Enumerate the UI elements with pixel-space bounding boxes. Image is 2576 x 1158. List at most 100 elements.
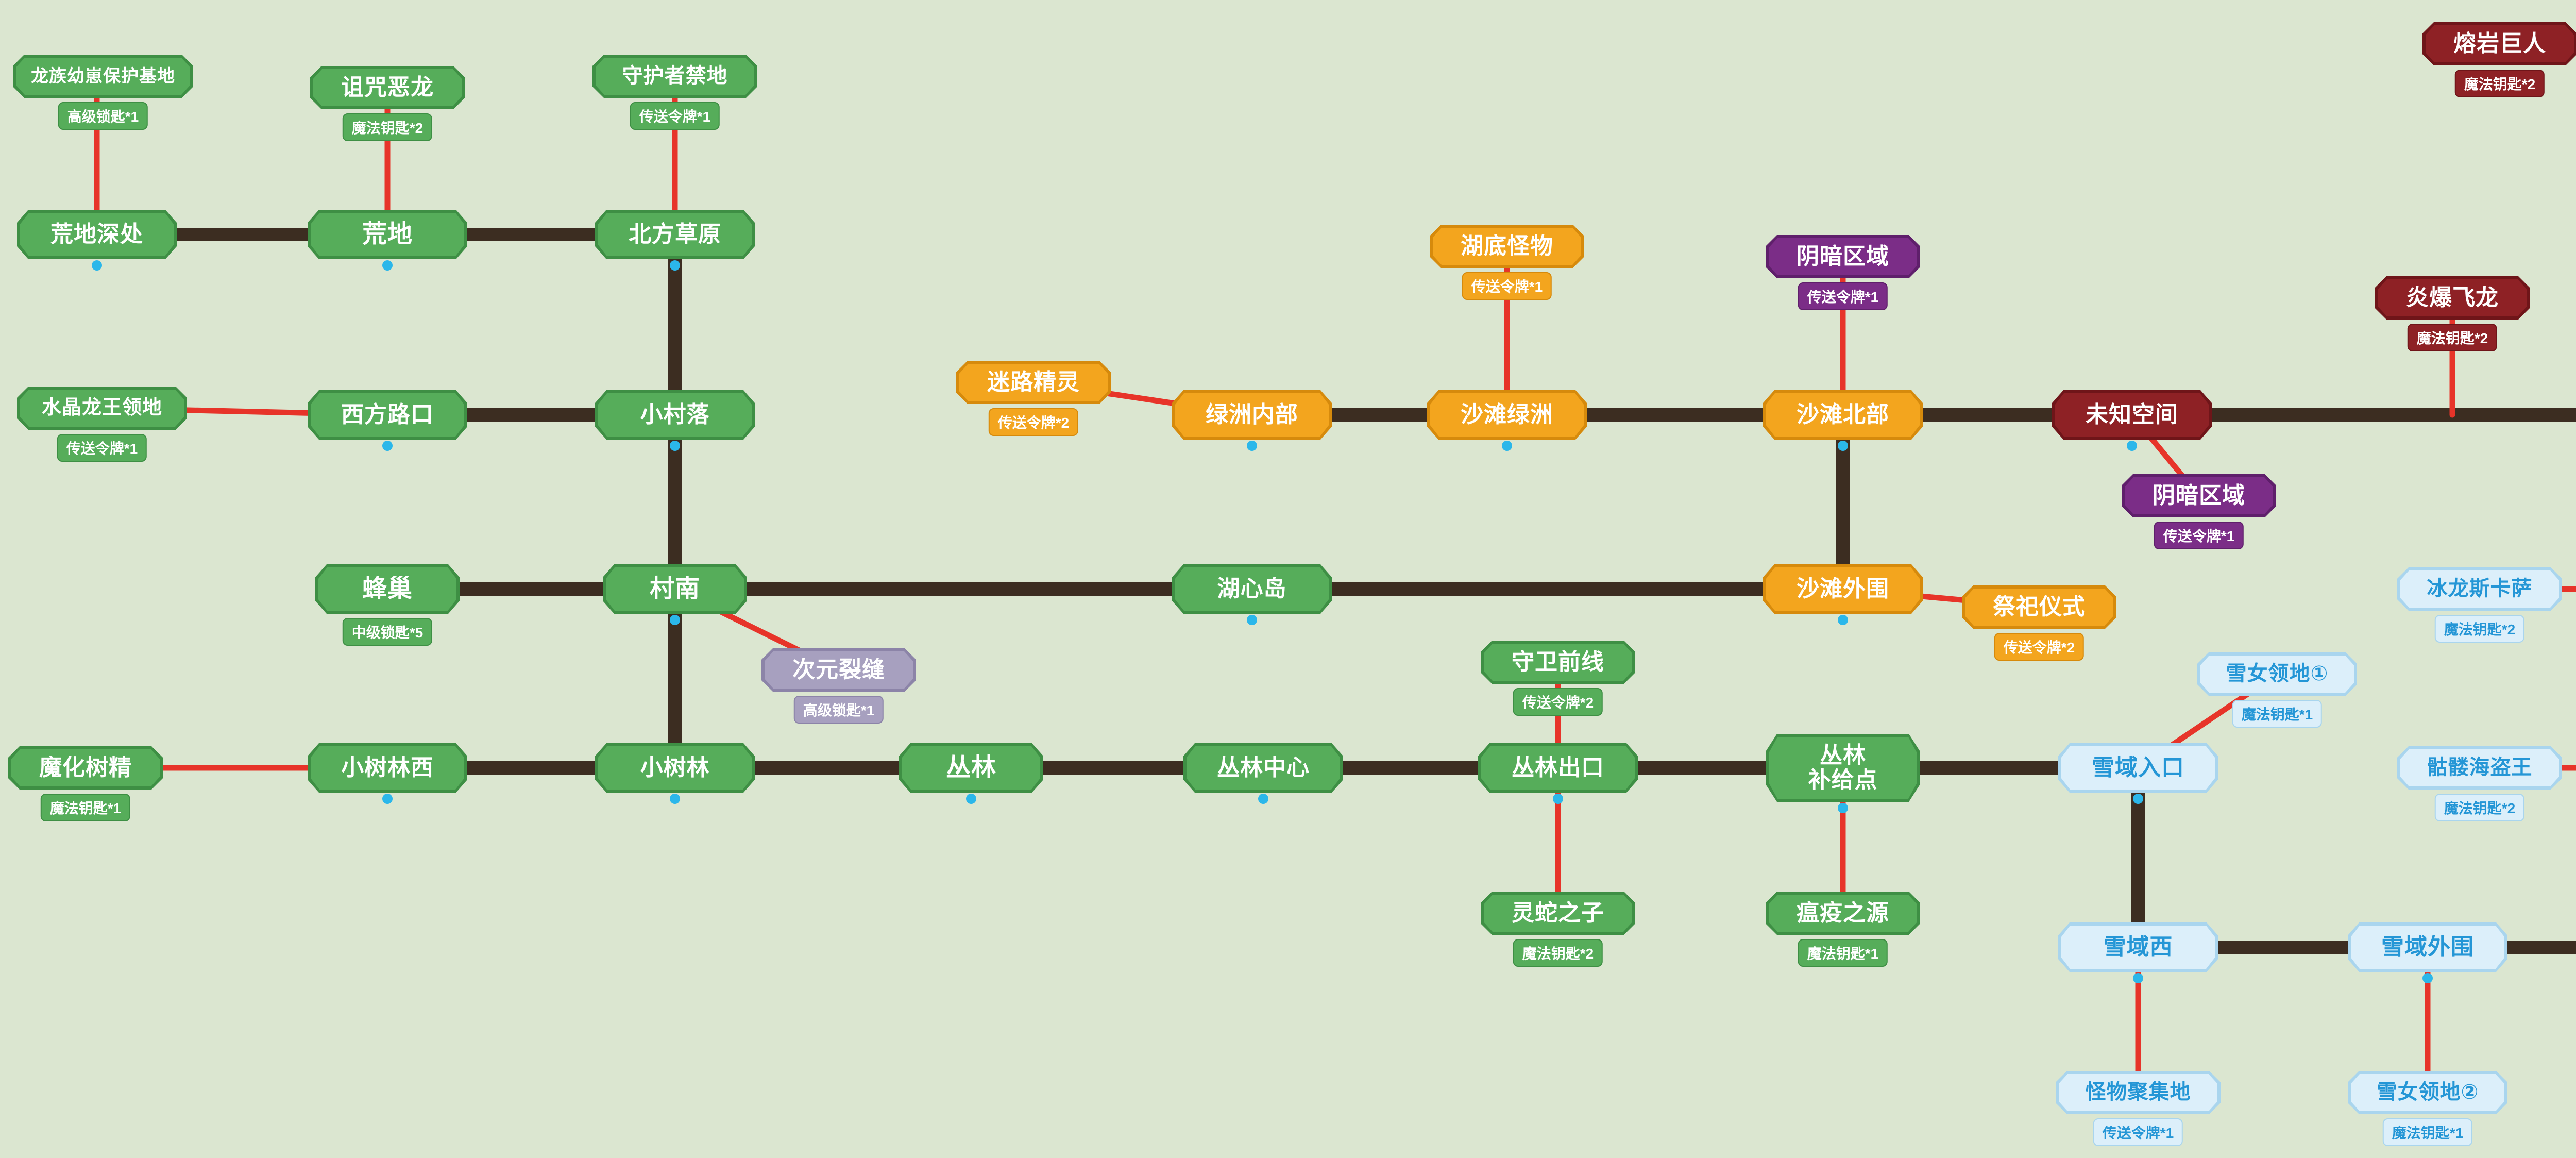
node-plaque: 西方路口 <box>308 390 467 440</box>
node-requirement-badge: 魔法钥匙*1 <box>40 794 131 821</box>
map-node-mohua-shujing[interactable]: 魔化树精魔法钥匙*1 <box>8 746 163 821</box>
map-node-xiaoshulin[interactable]: 小树林 <box>595 743 755 804</box>
node-label: 西方路口 <box>341 402 434 428</box>
node-plaque: 丛林 补给点 <box>1766 734 1920 802</box>
map-node-zuzhou-elong[interactable]: 诅咒恶龙魔法钥匙*2 <box>310 66 465 141</box>
node-plaque-fill <box>2351 926 2504 969</box>
node-plaque: 祭祀仪式 <box>1962 585 2116 629</box>
node-label: 未知空间 <box>2086 402 2178 428</box>
map-node-huxindao[interactable]: 湖心岛 <box>1172 564 1332 625</box>
node-label: 雪域外围 <box>2381 934 2474 960</box>
node-plaque-fill <box>1484 895 1632 932</box>
node-plaque: 雪域外围 <box>2348 922 2507 972</box>
map-node-kulou-haidaowang[interactable]: 骷髅海盗王魔法钥匙*2 <box>2397 746 2562 821</box>
map-node-shatan-beibu[interactable]: 沙滩北部 <box>1763 390 1923 451</box>
node-requirement-badge: 高级锁匙*1 <box>793 696 884 724</box>
map-node-huangdi[interactable]: 荒地 <box>308 210 467 271</box>
node-plaque: 荒地 <box>308 210 467 259</box>
map-node-yinan-quyu-nan[interactable]: 阴暗区域传送令牌*1 <box>2122 474 2276 549</box>
node-label: 小树林西 <box>341 755 434 781</box>
map-node-xueyu-xi[interactable]: 雪域西 <box>2058 922 2218 983</box>
map-node-huangdi-shenchu[interactable]: 荒地深处 <box>17 210 177 271</box>
node-requirement-badge: 魔法钥匙*1 <box>2382 1118 2473 1146</box>
map-node-cunnan[interactable]: 村南 <box>603 564 747 625</box>
map-node-fengchao[interactable]: 蜂巢中级锁匙*5 <box>315 564 460 646</box>
node-label: 村南 <box>649 575 700 603</box>
node-plaque: 守护者禁地 <box>592 55 757 98</box>
map-node-shouhuzhe-jindi[interactable]: 守护者禁地传送令牌*1 <box>592 55 757 130</box>
node-marker-dot <box>670 794 680 804</box>
node-plaque-fill <box>2378 279 2527 316</box>
node-plaque: 雪域入口 <box>2058 743 2218 793</box>
map-node-guaiwu-jujidi[interactable]: 怪物聚集地传送令牌*1 <box>2056 1071 2221 1146</box>
map-node-rongyan-juren[interactable]: 熔岩巨人魔法钥匙*2 <box>2422 22 2576 97</box>
map-node-lingshe-zhizi[interactable]: 灵蛇之子魔法钥匙*2 <box>1481 892 1635 967</box>
map-node-weizhi-kongjian[interactable]: 未知空间 <box>2052 390 2212 451</box>
node-plaque: 冰龙斯卡萨 <box>2397 567 2562 611</box>
map-node-conglin-bujidian[interactable]: 丛林 补给点 <box>1766 734 1920 813</box>
map-node-binglong-sikasa[interactable]: 冰龙斯卡萨魔法钥匙*2 <box>2397 567 2562 643</box>
node-plaque-fill <box>20 213 174 256</box>
map-node-conglin-zhongxin[interactable]: 丛林中心 <box>1183 743 1343 804</box>
map-node-xifang-lukou[interactable]: 西方路口 <box>308 390 467 451</box>
node-plaque-fill <box>765 651 913 689</box>
map-node-shatan-waiwei[interactable]: 沙滩外围 <box>1763 564 1923 625</box>
map-node-shatan-lvzhou[interactable]: 沙滩绿洲 <box>1427 390 1587 451</box>
node-plaque: 怪物聚集地 <box>2056 1071 2221 1114</box>
node-plaque: 丛林出口 <box>1478 743 1638 793</box>
node-marker-dot <box>2422 973 2433 983</box>
node-label: 熔岩巨人 <box>2453 31 2546 57</box>
map-node-longzu-youzai-baohu-jidi[interactable]: 龙族幼崽保护基地高级锁匙*1 <box>13 55 193 130</box>
map-node-xiaocunluo[interactable]: 小村落 <box>595 390 755 451</box>
map-node-yinan-quyu-bei[interactable]: 阴暗区域传送令牌*1 <box>1766 235 1920 310</box>
node-plaque-fill <box>959 364 1108 401</box>
map-node-xueyu-waiwei[interactable]: 雪域外围 <box>2348 922 2507 983</box>
node-plaque-fill <box>311 746 464 790</box>
map-node-shuijing-longwang-lingdi[interactable]: 水晶龙王领地传送令牌*1 <box>17 387 187 462</box>
node-plaque: 灵蛇之子 <box>1481 892 1635 935</box>
node-plaque: 阴暗区域 <box>2122 474 2276 517</box>
node-requirement-badge: 魔法钥匙*2 <box>2407 324 2498 351</box>
node-plaque-fill <box>902 746 1040 790</box>
node-plaque-fill <box>1430 393 1584 437</box>
node-plaque: 村南 <box>603 564 747 614</box>
map-node-milu-jingling[interactable]: 迷路精灵传送令牌*2 <box>956 361 1111 436</box>
map-node-jisi-yishi[interactable]: 祭祀仪式传送令牌*2 <box>1962 585 2116 661</box>
node-plaque: 湖底怪物 <box>1430 225 1584 268</box>
map-node-conglin-chukou[interactable]: 丛林出口 <box>1478 743 1638 804</box>
node-plaque-fill <box>11 749 160 786</box>
node-label: 次元裂缝 <box>792 657 885 683</box>
map-node-beifang-caoyuan[interactable]: 北方草原 <box>595 210 755 271</box>
node-plaque-fill <box>318 567 456 611</box>
map-node-xueyu-rukou[interactable]: 雪域入口 <box>2058 743 2218 804</box>
map-node-conglin[interactable]: 丛林 <box>899 743 1043 804</box>
map-node-wenyi-zhiyuan[interactable]: 瘟疫之源魔法钥匙*1 <box>1766 892 1920 967</box>
map-node-yanbao-feilong[interactable]: 炎爆飞龙魔法钥匙*2 <box>2375 276 2530 351</box>
node-plaque: 水晶龙王领地 <box>17 387 187 430</box>
node-label: 丛林 补给点 <box>1808 743 1878 793</box>
node-label: 雪域西 <box>2103 934 2173 960</box>
map-node-hudi-guaiwu[interactable]: 湖底怪物传送令牌*1 <box>1430 225 1584 300</box>
node-plaque: 小树林 <box>595 743 755 793</box>
node-plaque: 守卫前线 <box>1481 641 1635 684</box>
node-label: 丛林出口 <box>1512 755 1604 781</box>
node-label: 小村落 <box>640 402 710 428</box>
map-node-lvzhou-neibu[interactable]: 绿洲内部 <box>1172 390 1332 451</box>
node-label: 绿洲内部 <box>1206 402 1298 428</box>
node-plaque-fill <box>1481 746 1635 790</box>
node-label: 荒地 <box>362 221 413 248</box>
node-plaque: 荒地深处 <box>17 210 177 259</box>
map-node-xiaoshulin-xi[interactable]: 小树林西 <box>308 743 467 804</box>
node-label: 祭祀仪式 <box>1993 594 2086 620</box>
node-label: 北方草原 <box>629 222 721 247</box>
node-plaque-fill <box>1766 567 1920 611</box>
map-node-shouwei-qianxian[interactable]: 守卫前线传送令牌*2 <box>1481 641 1635 716</box>
node-plaque-fill <box>20 390 184 427</box>
node-plaque-fill <box>596 58 754 95</box>
node-marker-dot <box>1247 615 1257 625</box>
node-requirement-badge: 传送令牌*1 <box>630 102 720 130</box>
map-node-ciyuan-liefeng[interactable]: 次元裂缝高级锁匙*1 <box>761 648 916 724</box>
node-marker-dot <box>1247 441 1257 451</box>
